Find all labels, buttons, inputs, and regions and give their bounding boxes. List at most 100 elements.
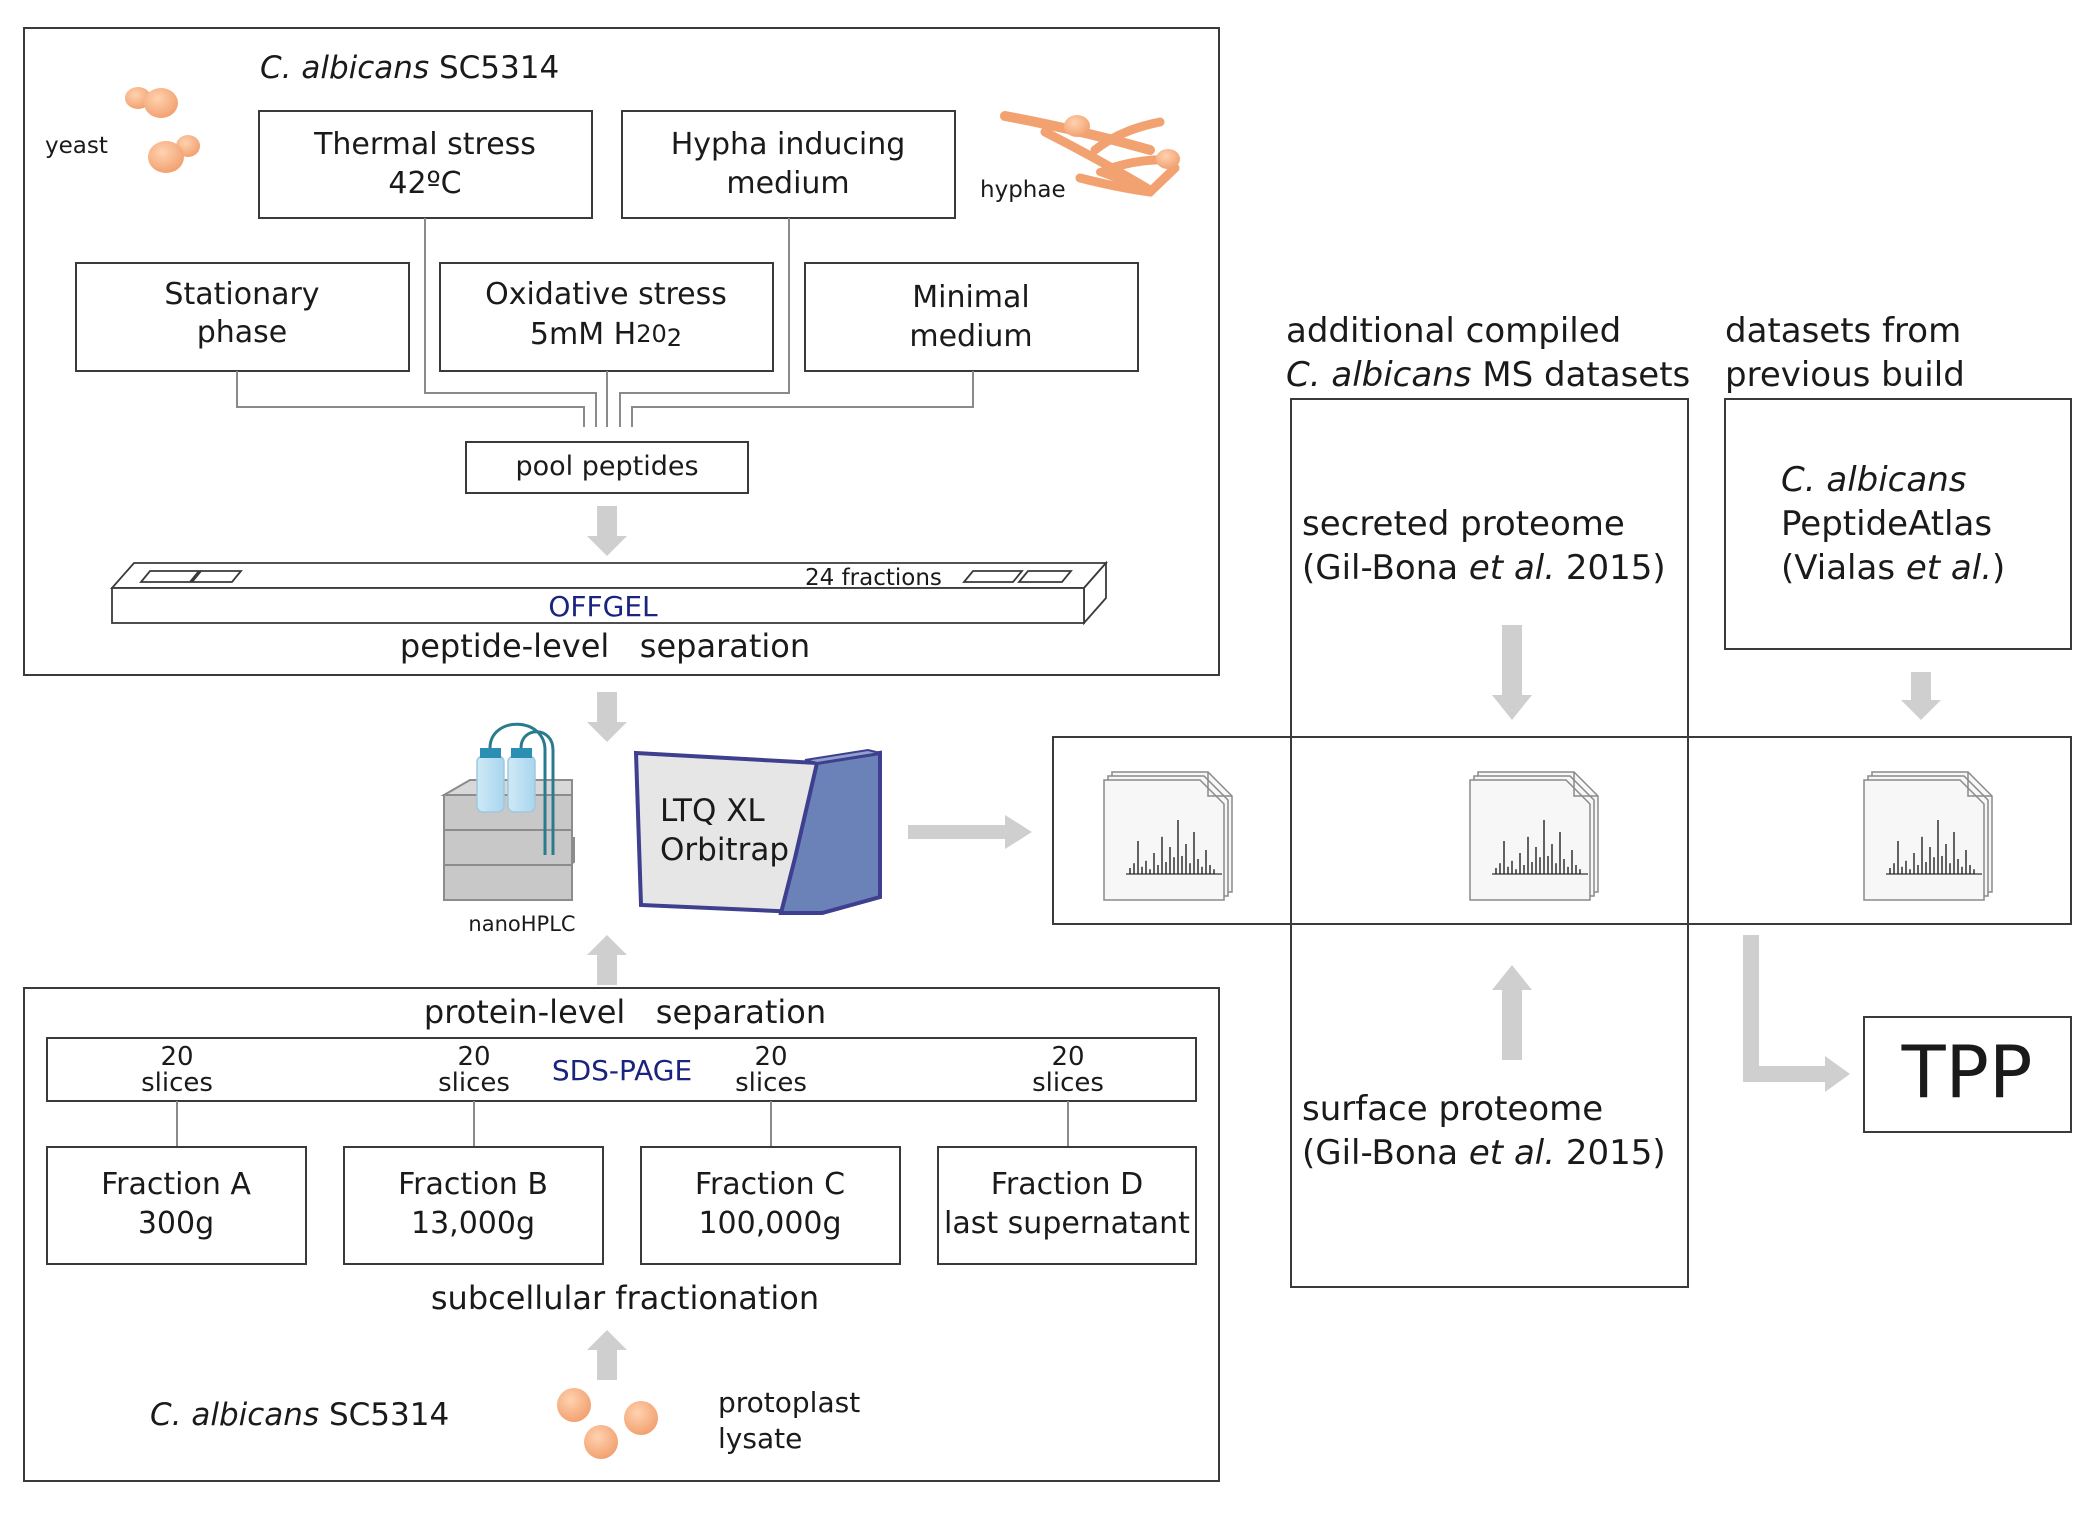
down-arrow-icon <box>587 506 627 556</box>
pool-peptides-box: pool peptides <box>465 441 749 494</box>
svg-text:last supernatant: last supernatant <box>944 1206 1190 1241</box>
hyphae-icon <box>1000 111 1180 197</box>
svg-text:Thermal stress: Thermal stress <box>313 127 536 162</box>
svg-text:100,000g: 100,000g <box>698 1206 841 1241</box>
hyphae-label: hyphae <box>980 177 1066 203</box>
right-arrow-icon <box>908 815 1032 849</box>
svg-text:slices: slices <box>141 1068 213 1098</box>
previous-heading-line2: previous build <box>1725 355 1965 395</box>
condition-minimal-medium: Minimal medium <box>804 262 1139 372</box>
condition-connectors <box>236 218 974 427</box>
tpp-box: TPP <box>1863 1016 2072 1133</box>
condition-oxidative-stress: Oxidative stress 5mM H202 <box>439 262 774 372</box>
fractionation-label: subcellular fractionation <box>431 1279 819 1317</box>
nanohplc-icon <box>440 722 575 901</box>
offgel-well-icon <box>1017 570 1073 583</box>
fractions-label: 24 fractions <box>805 565 942 591</box>
svg-text:20: 20 <box>160 1042 193 1072</box>
svg-text:medium: medium <box>909 319 1032 354</box>
offgel-well-icon <box>190 570 243 583</box>
svg-text:slices: slices <box>1032 1068 1104 1098</box>
svg-text:Fraction A: Fraction A <box>101 1167 251 1202</box>
condition-hypha-medium: Hypha inducing medium <box>621 110 956 219</box>
svg-text:medium: medium <box>726 166 849 201</box>
svg-text:300g: 300g <box>138 1206 214 1241</box>
svg-text:slices: slices <box>438 1068 510 1098</box>
top-panel: C. albicans SC5314 yeast hyphae Thermal … <box>23 27 1220 676</box>
previous-build-box <box>1724 398 2072 650</box>
slice-label: 20 slices <box>1032 1042 1104 1098</box>
svg-text:Fraction C: Fraction C <box>695 1167 845 1202</box>
svg-text:(Gil-Bona et al. 2015): (Gil-Bona et al. 2015) <box>1302 1133 1666 1173</box>
protein-separation-label: protein-level separation <box>424 993 826 1031</box>
svg-text:Hypha inducing: Hypha inducing <box>671 127 906 162</box>
right-panel: additional compiled C. albicans MS datas… <box>1052 311 2072 1288</box>
down-arrow-icon <box>1901 672 1941 720</box>
svg-text:pool peptides: pool peptides <box>515 451 698 482</box>
fraction-box-c: Fraction C 100,000g <box>640 1146 901 1265</box>
fraction-box-a: Fraction A 300g <box>46 1146 307 1265</box>
secreted-proteome-entry: secreted proteome (Gil-Bona et al. 2015) <box>1302 504 1666 588</box>
svg-text:20: 20 <box>1051 1042 1084 1072</box>
ms-label-line2: Orbitrap <box>660 832 789 868</box>
sds-page-label: SDS-PAGE <box>552 1054 692 1087</box>
fraction-box-d: Fraction D last supernatant <box>937 1146 1197 1265</box>
compiled-heading-line2: C. albicans MS datasets <box>1286 355 1690 395</box>
top-organism-label: C. albicans SC5314 <box>260 50 559 86</box>
spectra-band <box>1052 736 2072 925</box>
compiled-datasets-column <box>1290 398 1689 1288</box>
protoplast-cells-icon <box>557 1388 658 1459</box>
hypha-cell-icon <box>1156 149 1180 169</box>
tpp-label: TPP <box>1901 1030 2033 1114</box>
surface-proteome-entry: surface proteome (Gil-Bona et al. 2015) <box>1302 1089 1666 1173</box>
offgel-strip: 24 fractions OFFGEL <box>110 560 1108 626</box>
svg-text:slices: slices <box>735 1068 807 1098</box>
svg-text:20: 20 <box>457 1042 490 1072</box>
yeast-cells-icon <box>125 87 200 173</box>
hypha-cell-icon <box>1064 115 1090 137</box>
ms-label-line1: LTQ XL <box>660 793 765 829</box>
svg-text:(Vialas et al.): (Vialas et al.) <box>1781 548 2005 588</box>
bottom-organism-label: C. albicans SC5314 <box>150 1397 449 1433</box>
up-arrow-icon <box>587 935 627 985</box>
sds-page-gel <box>46 1037 1197 1102</box>
svg-text:Fraction D: Fraction D <box>991 1167 1143 1202</box>
up-arrow-icon <box>1492 965 1532 1060</box>
svg-text:5mM H202: 5mM H202 <box>530 317 682 352</box>
offgel-well-icon <box>962 570 1024 583</box>
svg-text:Minimal: Minimal <box>912 280 1030 315</box>
svg-text:(Gil-Bona et al. 2015): (Gil-Bona et al. 2015) <box>1302 548 1666 588</box>
fraction-box-b: Fraction B 13,000g <box>343 1146 604 1265</box>
svg-text:Oxidative stress: Oxidative stress <box>485 277 727 312</box>
spectrum-file-icon <box>1863 771 1993 901</box>
svg-text:phase: phase <box>197 315 288 350</box>
orbitrap-icon: LTQ XL Orbitrap <box>633 748 882 916</box>
lysate-label-line2: lysate <box>718 1422 802 1455</box>
svg-text:secreted proteome: secreted proteome <box>1302 504 1625 544</box>
lysate-label-line1: protoplast <box>718 1386 860 1419</box>
yeast-label: yeast <box>45 133 108 159</box>
svg-text:PeptideAtlas: PeptideAtlas <box>1781 504 1992 544</box>
condition-stationary-phase: Stationary phase <box>75 262 410 372</box>
svg-text:13,000g: 13,000g <box>411 1206 535 1241</box>
down-arrow-icon <box>1492 625 1532 720</box>
svg-text:42ºC: 42ºC <box>388 166 461 201</box>
offgel-label: OFFGEL <box>548 590 658 623</box>
svg-text:surface proteome: surface proteome <box>1302 1089 1603 1129</box>
compiled-heading-line1: additional compiled <box>1286 311 1621 351</box>
spectrum-file-icon <box>1469 771 1599 901</box>
elbow-arrow-icon <box>1743 935 1850 1092</box>
previous-heading-line1: datasets from <box>1725 311 1961 351</box>
svg-text:C. albicans: C. albicans <box>1781 460 1966 500</box>
condition-thermal-stress: Thermal stress 42ºC <box>258 110 593 219</box>
down-arrow-icon <box>587 692 627 742</box>
svg-text:Fraction B: Fraction B <box>398 1167 548 1202</box>
up-arrow-icon <box>587 1330 627 1380</box>
slice-label: 20 slices <box>735 1042 807 1098</box>
spectrum-file-icon <box>1103 771 1233 901</box>
svg-text:Stationary: Stationary <box>164 277 319 312</box>
slice-label: 20 slices <box>141 1042 213 1098</box>
svg-text:20: 20 <box>754 1042 787 1072</box>
peptide-separation-label: peptide-level separation <box>400 627 810 665</box>
